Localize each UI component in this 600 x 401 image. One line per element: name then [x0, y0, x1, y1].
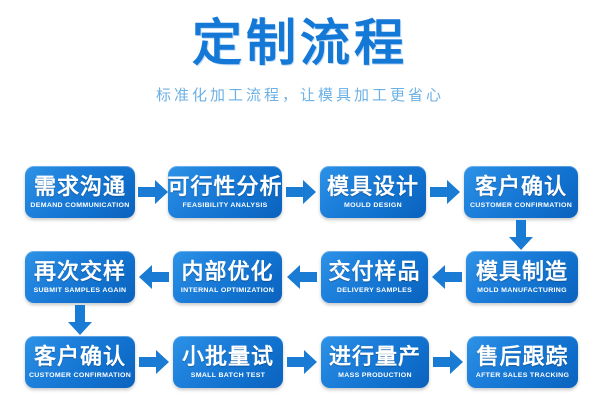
- flow-step-demand-communication[interactable]: 需求沟通 DEMAND COMMUNICATION: [25, 166, 135, 218]
- flow-step-label-cn: 内部优化: [181, 259, 274, 284]
- arrow-right-icon: [139, 349, 169, 375]
- flow-row-3: 客户确认 CUSTOMER CONFIRMATION 小批量试 SMALL BA…: [0, 336, 600, 388]
- flow-step-label-cn: 模具制造: [475, 259, 568, 284]
- page-title: 定制流程: [192, 15, 408, 71]
- arrow-left-icon: [432, 264, 462, 290]
- arrow-left-icon: [287, 264, 317, 290]
- flow-step-label-en: SMALL BATCH TEST: [190, 372, 266, 379]
- flow-step-label-en: AFTER SALES TRACKING: [475, 372, 570, 379]
- flow-step-label-cn: 模具设计: [326, 174, 419, 199]
- flow-row-1: 需求沟通 DEMAND COMMUNICATION 可行性分析 FEASIBIL…: [0, 166, 600, 218]
- flow-step-customer-confirmation-1[interactable]: 客户确认 CUSTOMER CONFIRMATION: [464, 166, 578, 218]
- flow-step-label-cn: 可行性分析: [167, 174, 283, 199]
- flow-step-mass-production[interactable]: 进行量产 MASS PRODUCTION: [321, 336, 429, 388]
- arrow-right-icon: [138, 179, 168, 205]
- flow-step-label-en: FEASIBILITY ANALYSIS: [182, 202, 268, 209]
- flow-step-label-en: MOLD MANUFACTURING: [477, 287, 567, 294]
- flow-step-label-en: INTERNAL OPTIMIZATION: [180, 287, 275, 294]
- arrow-right-icon: [287, 349, 317, 375]
- flow-step-label-en: MOULD DESIGN: [343, 202, 403, 209]
- flow-step-mould-design[interactable]: 模具设计 MOULD DESIGN: [320, 166, 426, 218]
- flow-step-feasibility-analysis[interactable]: 可行性分析 FEASIBILITY ANALYSIS: [168, 166, 282, 218]
- flow-step-after-sales-tracking[interactable]: 售后跟踪 AFTER SALES TRACKING: [467, 336, 578, 388]
- flow-step-label-cn: 小批量试: [181, 344, 274, 369]
- flow-step-label-en: DEMAND COMMUNICATION: [30, 202, 130, 209]
- flow-step-label-cn: 售后跟踪: [476, 344, 569, 369]
- arrow-down-icon-customer-to-manufacturing: [508, 220, 534, 250]
- flow-step-submit-samples-again[interactable]: 再次交样 SUBMIT SAMPLES AGAIN: [25, 251, 135, 303]
- flow-step-delivery-samples[interactable]: 交付样品 DELIVERY SAMPLES: [321, 251, 428, 303]
- arrow-right-icon: [430, 179, 460, 205]
- flow-step-label-en: MASS PRODUCTION: [338, 372, 412, 379]
- flow-step-label-cn: 客户确认: [33, 344, 126, 369]
- flow-step-label-en: DELIVERY SAMPLES: [336, 287, 413, 294]
- flow-step-label-cn: 客户确认: [474, 174, 567, 199]
- flow-step-label-cn: 进行量产: [328, 344, 421, 369]
- flow-step-label-en: SUBMIT SAMPLES AGAIN: [33, 287, 127, 294]
- arrow-right-icon: [286, 179, 316, 205]
- arrow-right-icon: [433, 349, 463, 375]
- flow-step-label-cn: 需求沟通: [33, 174, 126, 199]
- flow-step-mold-manufacturing[interactable]: 模具制造 MOLD MANUFACTURING: [466, 251, 578, 303]
- flow-step-internal-optimization[interactable]: 内部优化 INTERNAL OPTIMIZATION: [173, 251, 282, 303]
- flow-step-label-cn: 再次交样: [33, 259, 126, 284]
- arrow-down-icon-samples-to-confirmation: [67, 305, 93, 335]
- arrow-left-icon: [139, 264, 169, 290]
- flow-step-small-batch-test[interactable]: 小批量试 SMALL BATCH TEST: [173, 336, 283, 388]
- flow-step-label-en: CUSTOMER CONFIRMATION: [28, 372, 132, 379]
- header: 定制流程 标准化加工流程，让模具加工更省心: [0, 0, 600, 140]
- flow-step-label-cn: 交付样品: [328, 259, 421, 284]
- flow-step-label-en: CUSTOMER CONFIRMATION: [469, 202, 573, 209]
- flow-row-2: 再次交样 SUBMIT SAMPLES AGAIN 内部优化 INTERNAL …: [0, 251, 600, 303]
- page-subtitle: 标准化加工流程，让模具加工更省心: [155, 87, 444, 104]
- flow-step-customer-confirmation-2[interactable]: 客户确认 CUSTOMER CONFIRMATION: [25, 336, 135, 388]
